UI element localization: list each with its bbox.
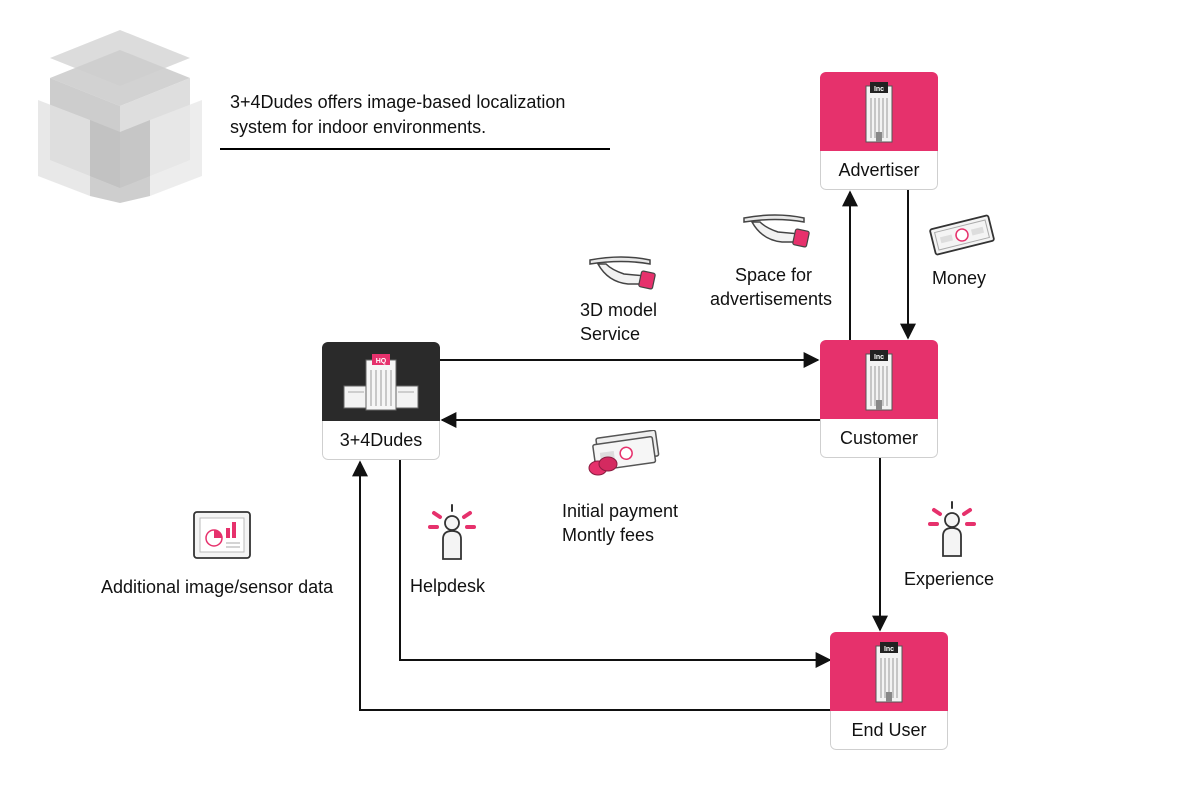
node-end-user[interactable]: Inc End User bbox=[830, 632, 948, 750]
node-customer[interactable]: Inc Customer bbox=[820, 340, 938, 458]
inc-badge: Inc bbox=[884, 646, 894, 653]
inc-badge: Inc bbox=[874, 354, 884, 361]
label-payment-1: Initial payment bbox=[562, 501, 679, 521]
office-building-icon: Inc bbox=[865, 82, 893, 143]
label-model-service-1: 3D model bbox=[580, 300, 658, 320]
banknote-icon bbox=[929, 214, 995, 256]
hq-badge: HQ bbox=[376, 358, 387, 365]
layered-cube-logo-icon bbox=[38, 30, 202, 203]
label-model-service-2: Service bbox=[580, 324, 641, 344]
node-advertiser-label: Advertiser bbox=[820, 151, 938, 190]
report-chart-icon bbox=[193, 511, 251, 559]
arrow-dudes-to-enduser bbox=[399, 460, 832, 668]
office-building-icon: Inc bbox=[865, 350, 893, 411]
serving-hand-icon bbox=[743, 214, 810, 248]
label-payment-2: Montly fees bbox=[562, 525, 655, 545]
label-ad-space-1: Space for bbox=[735, 265, 813, 285]
label-money: Money bbox=[932, 268, 987, 288]
label-helpdesk: Helpdesk bbox=[410, 576, 486, 596]
inc-badge: Inc bbox=[874, 86, 884, 93]
headline-line-1: 3+4Dudes offers image-based localization bbox=[230, 92, 566, 112]
node-dudes[interactable]: HQ 3+4Dudes bbox=[322, 342, 440, 460]
node-dudes-label: 3+4Dudes bbox=[322, 421, 440, 460]
headline: 3+4Dudes offers image-based localization… bbox=[230, 90, 620, 140]
node-customer-label: Customer bbox=[820, 419, 938, 458]
node-end-user-label: End User bbox=[830, 711, 948, 750]
arrow-enduser-to-dudes bbox=[352, 460, 832, 711]
headquarters-building-icon: HQ bbox=[343, 354, 419, 411]
banknotes-coins-icon bbox=[588, 430, 660, 476]
person-alert-icon bbox=[428, 504, 476, 560]
label-experience: Experience bbox=[904, 569, 995, 589]
label-ad-space-2: advertisements bbox=[710, 289, 833, 309]
label-sensor-data: Additional image/sensor data bbox=[101, 577, 334, 597]
headline-divider bbox=[220, 148, 610, 150]
person-alert-icon bbox=[928, 501, 976, 557]
office-building-icon: Inc bbox=[875, 642, 903, 703]
serving-hand-icon bbox=[589, 256, 656, 290]
node-advertiser[interactable]: Inc Advertiser bbox=[820, 72, 938, 190]
headline-line-2: system for indoor environments. bbox=[230, 117, 487, 137]
